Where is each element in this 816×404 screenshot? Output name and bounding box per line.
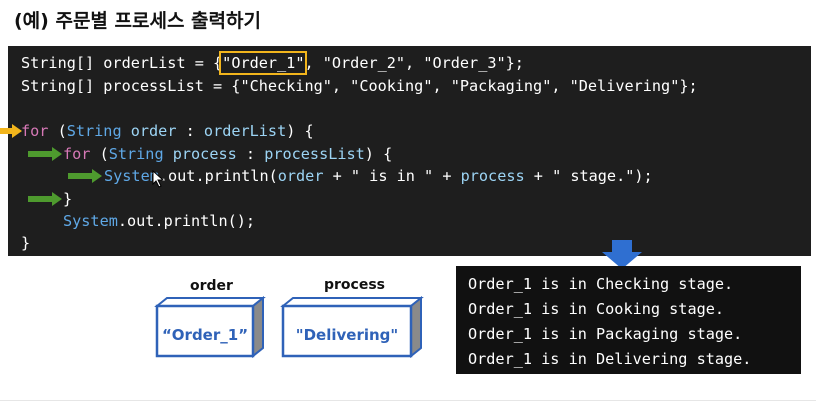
console-output-panel: Order_1 is in Checking stage. Order_1 is… xyxy=(456,266,801,374)
process-box-front-face xyxy=(281,304,413,358)
code-line-3: for (String order : orderList) { xyxy=(21,121,314,141)
code-line-1: String[] orderList = {"Order_1", "Order_… xyxy=(21,51,524,75)
keyword-token: for xyxy=(63,145,91,163)
code-token: + " is in " + xyxy=(323,167,461,185)
mouse-cursor-icon xyxy=(152,170,165,188)
mouse-cursor-shape xyxy=(152,170,165,188)
code-token: ( xyxy=(90,145,109,163)
output-pointer-shape xyxy=(602,240,642,269)
code-token: .out.println( xyxy=(158,167,278,185)
code-token: : xyxy=(176,122,204,140)
type-token: String xyxy=(108,145,164,163)
variable-token: process xyxy=(460,167,525,185)
process-box-side-face xyxy=(410,296,422,359)
variable-token: order xyxy=(121,122,177,140)
outer-loop-arrow-icon xyxy=(0,124,22,138)
keyword-token: for xyxy=(21,122,49,140)
bottom-divider xyxy=(0,400,816,401)
code-line-5: System.out.println(order + " is in " + p… xyxy=(104,166,653,186)
inner-loop-end-arrow-shape xyxy=(28,192,62,206)
code-token: : xyxy=(236,145,265,163)
output-line: Order_1 is in Delivering stage. xyxy=(468,350,752,368)
variable-token: order xyxy=(277,167,324,185)
inner-loop-arrow-icon xyxy=(28,147,62,161)
process-variable-value: "Delivering" xyxy=(295,326,399,344)
code-line-7: System.out.println(); xyxy=(63,211,255,231)
highlighted-token: "Order_1" xyxy=(219,51,308,75)
code-line-6: } xyxy=(63,190,73,208)
process-variable-label: process xyxy=(324,277,386,293)
output-line: Order_1 is in Checking stage. xyxy=(468,275,734,293)
inner-loop-end-arrow-icon xyxy=(28,192,62,206)
code-line-2: String[] processList = {"Checking", "Coo… xyxy=(21,77,698,95)
code-token: , "Order_2", "Order_3"}; xyxy=(304,54,524,72)
println-arrow-icon xyxy=(68,169,102,183)
variable-token: orderList xyxy=(203,122,287,140)
output-line: Order_1 is in Cooking stage. xyxy=(468,300,725,318)
order-variable-label: order xyxy=(190,278,233,294)
order-variable-box xyxy=(154,296,266,359)
type-token: System xyxy=(104,167,159,185)
order-box-side-face xyxy=(252,296,264,359)
page-title: (예) 주문별 프로세스 출력하기 xyxy=(14,10,261,32)
output-line: Order_1 is in Packaging stage. xyxy=(468,325,743,343)
outer-loop-arrow-shape xyxy=(0,124,22,138)
code-line-4: for (String process : processList) { xyxy=(63,144,392,164)
code-token: String[] orderList = { xyxy=(21,54,223,72)
variable-token: process xyxy=(163,145,237,163)
type-token: System xyxy=(63,212,118,230)
inner-loop-arrow-shape xyxy=(28,147,62,161)
output-pointer-icon xyxy=(602,240,642,269)
order-variable-value: “Order_1” xyxy=(161,326,249,344)
order-box-front-face xyxy=(155,304,255,358)
code-line-8: } xyxy=(21,234,31,252)
variable-token: processList xyxy=(264,145,365,163)
code-token: + " stage."); xyxy=(524,167,653,185)
code-token: ) { xyxy=(364,145,393,163)
code-token: ( xyxy=(48,122,67,140)
code-token: ) { xyxy=(286,122,314,140)
code-panel: String[] orderList = {"Order_1", "Order_… xyxy=(0,46,811,256)
code-token: .out.println(); xyxy=(117,212,256,230)
type-token: String xyxy=(66,122,122,140)
println-arrow-shape xyxy=(68,169,102,183)
process-variable-box xyxy=(280,296,424,359)
